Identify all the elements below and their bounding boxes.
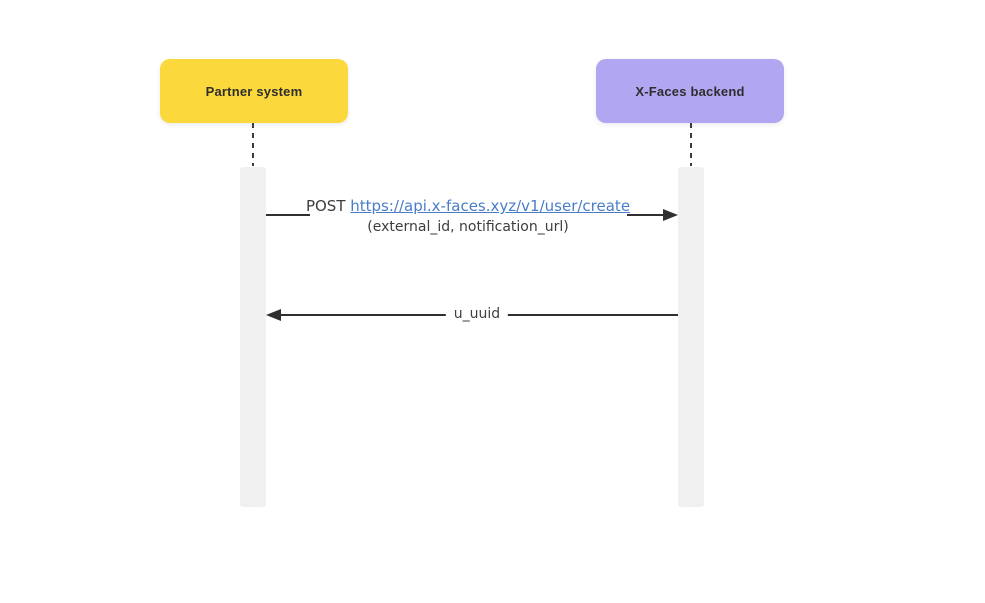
message2-arrowhead-left-icon: [266, 309, 281, 321]
message1-arrowhead-right-icon: [663, 209, 678, 221]
actor-box-partner-system: Partner system: [160, 59, 348, 123]
message1-url-link[interactable]: https://api.x-faces.xyz/v1/user/create: [350, 197, 631, 215]
message1-arguments-text: (external_id, notification_url): [367, 219, 569, 235]
activation-bar-partner: [240, 167, 266, 507]
message1-method-text: POST: [305, 197, 351, 215]
actor-label-partner-system: Partner system: [205, 83, 303, 99]
actor-label-xfaces-backend: X-Faces backend: [635, 83, 745, 99]
message2-label: u_uuid: [445, 306, 509, 322]
message1-label: POST https://api.x-faces.xyz/v1/user/cre…: [306, 197, 630, 215]
actor-box-xfaces-backend: X-Faces backend: [596, 59, 784, 123]
activation-bar-backend: [678, 167, 704, 507]
